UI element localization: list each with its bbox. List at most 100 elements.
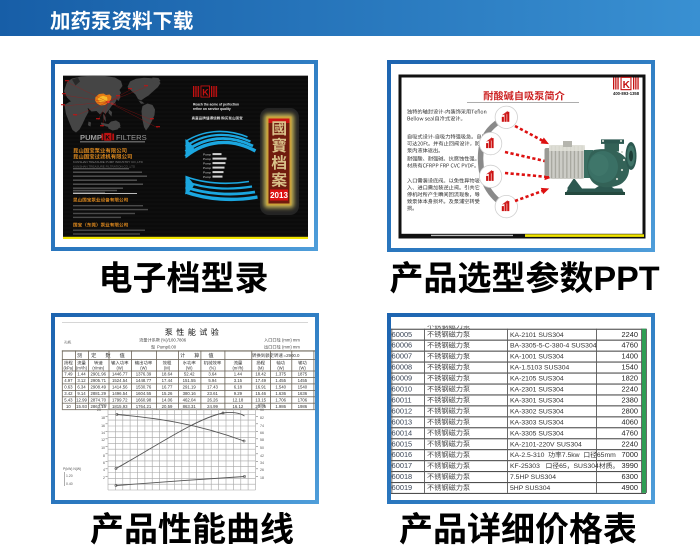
- svg-text:BA-3305-5-C-380-4 SUS304: BA-3305-5-C-380-4 SUS304: [510, 343, 597, 350]
- svg-text:(m³/h): (m³/h): [232, 366, 244, 371]
- svg-text:863.31: 863.31: [183, 404, 197, 409]
- svg-text:Pump: Pump: [203, 162, 211, 166]
- svg-text:1660.98: 1660.98: [136, 398, 152, 403]
- svg-text:0.40: 0.40: [66, 482, 73, 486]
- svg-text:2800: 2800: [622, 406, 638, 415]
- svg-text:1540: 1540: [298, 385, 308, 390]
- svg-text:18: 18: [101, 416, 105, 420]
- svg-text:3.12: 3.12: [77, 378, 86, 383]
- svg-text:(M): (M): [164, 366, 171, 371]
- svg-text:FILTERS: FILTERS: [116, 133, 147, 142]
- svg-text:18: 18: [260, 476, 264, 480]
- svg-text:26.26: 26.26: [207, 398, 218, 403]
- svg-text:Pump: Pump: [203, 153, 211, 157]
- svg-text:17.43: 17.43: [207, 385, 218, 390]
- svg-text:KA-1001 SUS304: KA-1001 SUS304: [510, 354, 564, 361]
- svg-text:1.540: 1.540: [275, 385, 286, 390]
- svg-text:6.34: 6.34: [77, 385, 86, 390]
- svg-text:KA-2301 SUS304: KA-2301 SUS304: [510, 387, 564, 394]
- svg-text:(%): (%): [209, 366, 216, 371]
- svg-text:1400: 1400: [622, 352, 638, 361]
- svg-text:Pump: Pump: [203, 175, 211, 179]
- svg-text:1.455: 1.455: [275, 378, 286, 383]
- svg-text:960009: 960009: [391, 374, 412, 383]
- svg-text:1986: 1986: [298, 404, 308, 409]
- svg-text:16.77: 16.77: [162, 385, 173, 390]
- svg-text:4060: 4060: [622, 417, 638, 426]
- svg-text:4760: 4760: [622, 341, 638, 350]
- svg-text:1636: 1636: [298, 391, 308, 396]
- svg-text:0.63: 0.63: [64, 385, 73, 390]
- svg-text:(W): (W): [117, 366, 124, 371]
- svg-text:14.06: 14.06: [162, 398, 173, 403]
- svg-text:Pump: Pump: [203, 157, 211, 161]
- svg-text:KA-1.5103 SUS304: KA-1.5103 SUS304: [510, 365, 570, 372]
- svg-text:8: 8: [103, 454, 105, 458]
- svg-text:1414.56: 1414.56: [112, 385, 128, 390]
- svg-text:1820: 1820: [622, 374, 638, 383]
- svg-text:3.64: 3.64: [208, 372, 217, 377]
- svg-text:9.29: 9.29: [234, 391, 243, 396]
- svg-text:9.14: 9.14: [77, 391, 86, 396]
- svg-text:PUMP: PUMP: [80, 133, 102, 142]
- svg-text:Reach the acme of perfection: Reach the acme of perfection: [193, 103, 239, 107]
- svg-text:(W): (W): [277, 366, 284, 371]
- svg-text:(%)/100.7806: (%)/100.7806: [161, 338, 187, 343]
- svg-text:18.42: 18.42: [255, 372, 266, 377]
- svg-text:H(m): H(m): [99, 403, 107, 407]
- svg-text:7.49: 7.49: [64, 372, 73, 377]
- svg-text:2874.70: 2874.70: [91, 398, 107, 403]
- svg-text:1376.39: 1376.39: [136, 372, 152, 377]
- svg-text:2013: 2013: [270, 191, 288, 200]
- svg-text:17.49: 17.49: [255, 378, 266, 383]
- svg-text:13.15: 13.15: [255, 398, 266, 403]
- svg-text:960012: 960012: [391, 406, 412, 415]
- svg-text:1.706: 1.706: [275, 398, 286, 403]
- svg-text:(mm) mm: (mm) mm: [282, 338, 300, 343]
- svg-text:42: 42: [260, 454, 264, 458]
- svg-text:1706: 1706: [298, 398, 308, 403]
- svg-text:1.20: 1.20: [66, 474, 73, 478]
- svg-text:(W): (W): [140, 366, 147, 371]
- svg-text:K: K: [105, 135, 110, 142]
- svg-text:380.16: 380.16: [183, 391, 197, 396]
- svg-text:(W): (W): [299, 366, 306, 371]
- svg-text:960015: 960015: [391, 439, 412, 448]
- svg-text:KA-3302 SUS304: KA-3302 SUS304: [510, 408, 564, 415]
- svg-text:KA-2105 SUS304: KA-2105 SUS304: [510, 376, 564, 383]
- svg-text:15.46: 15.46: [255, 391, 266, 396]
- svg-text:Pump: Pump: [203, 166, 211, 170]
- svg-text:34: 34: [260, 461, 264, 465]
- svg-text:24.99: 24.99: [207, 404, 218, 409]
- svg-text:1.44: 1.44: [77, 372, 86, 377]
- svg-text:KA-3303 SUS304: KA-3303 SUS304: [510, 419, 564, 426]
- svg-text:KUNSHAN TREASURE FILTRATION CO: KUNSHAN TREASURE FILTRATION CO.,LTD: [73, 164, 136, 168]
- svg-text:(m³/h): (m³/h): [76, 366, 88, 371]
- svg-text:23.61: 23.61: [207, 391, 218, 396]
- svg-text:η(%): η(%): [258, 403, 265, 407]
- svg-text:1.44: 1.44: [234, 372, 243, 377]
- svg-text:960013: 960013: [391, 417, 412, 426]
- svg-text:2863.16: 2863.16: [91, 404, 107, 409]
- svg-text:(kPa): (kPa): [64, 366, 74, 371]
- svg-text:K: K: [623, 80, 631, 91]
- svg-text:2380: 2380: [622, 396, 638, 405]
- svg-text:26: 26: [260, 468, 264, 472]
- svg-text:5HP SUS304: 5HP SUS304: [510, 485, 551, 492]
- svg-text:66: 66: [260, 431, 264, 435]
- svg-text:960019: 960019: [391, 483, 412, 492]
- svg-text:16.91: 16.91: [255, 385, 266, 390]
- svg-text:Pump0.00: Pump0.00: [157, 345, 177, 350]
- svg-text:SUS304: SUS304: [574, 463, 600, 470]
- svg-text:18.64: 18.64: [162, 372, 173, 377]
- svg-text:1.986: 1.986: [275, 404, 286, 409]
- svg-text:20.95: 20.95: [255, 404, 266, 409]
- svg-text:960011: 960011: [391, 396, 412, 405]
- svg-text:7000: 7000: [622, 450, 638, 459]
- svg-text:7.5HP SUS304: 7.5HP SUS304: [510, 474, 556, 481]
- svg-text:20.59: 20.59: [162, 404, 173, 409]
- svg-text:3.15: 3.15: [234, 378, 243, 383]
- svg-text:2240: 2240: [622, 439, 638, 448]
- svg-text:1448.77: 1448.77: [136, 378, 152, 383]
- svg-text:10: 10: [66, 404, 71, 409]
